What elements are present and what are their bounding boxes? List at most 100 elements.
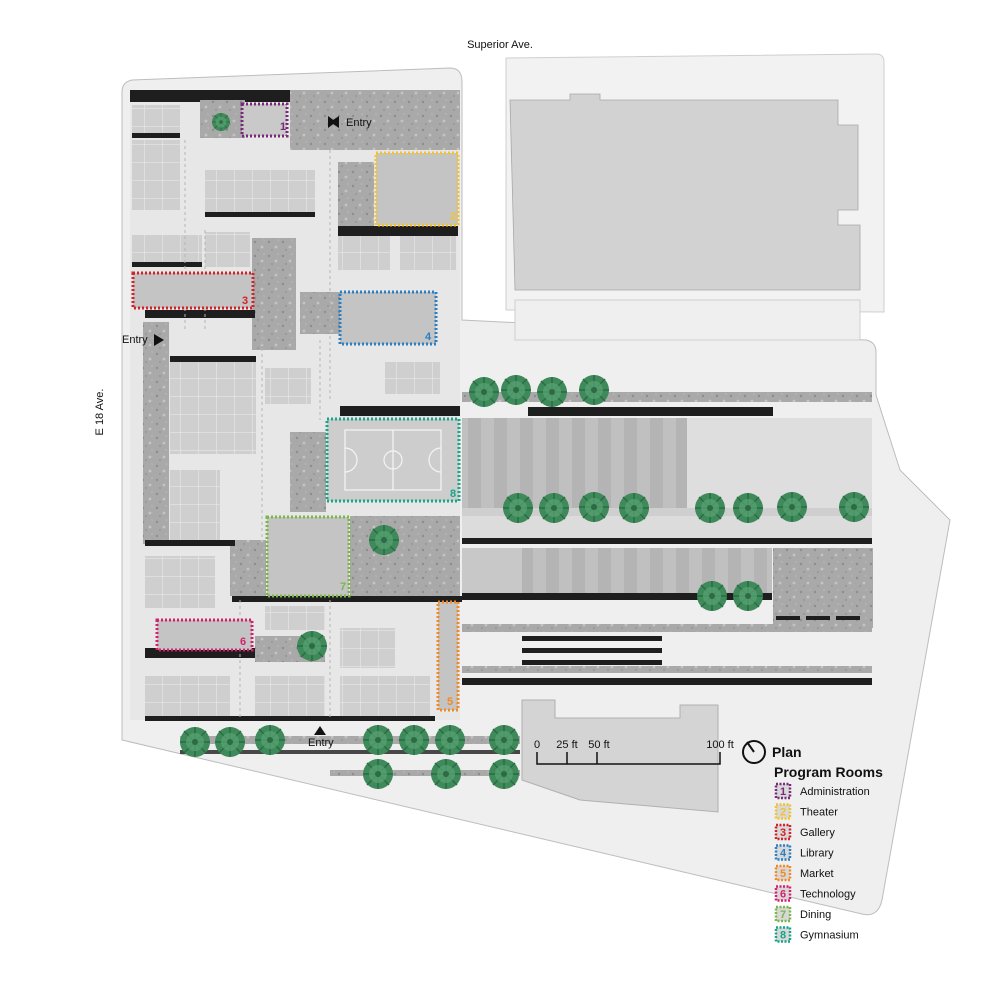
tree-icon [430, 758, 462, 790]
tree-icon [776, 491, 808, 523]
tree-icon [696, 580, 728, 612]
legend-label: Gallery [800, 827, 835, 839]
neighbor-building-lower [514, 299, 861, 341]
room-technology[interactable]: 6 [155, 618, 254, 652]
legend-label: Gymnasium [800, 930, 859, 942]
tree-icon [254, 724, 286, 756]
room-theater[interactable]: 2 [374, 151, 460, 227]
legend-title: Program Rooms [774, 764, 883, 780]
room-library[interactable]: 4 [338, 290, 438, 346]
entry-arrow-icon [154, 334, 164, 346]
tree-icon [838, 491, 870, 523]
legend-swatch [774, 844, 792, 861]
tree-icon [398, 724, 430, 756]
svg-text:Entry: Entry [308, 737, 334, 749]
legend-item-technology: 6 Technology [774, 885, 856, 902]
tree-icon [500, 374, 532, 406]
tree-icon [488, 758, 520, 790]
legend-number: 1 [780, 786, 786, 798]
tree-icon [468, 376, 500, 408]
legend-label: Theater [800, 807, 838, 819]
legend-label: Technology [800, 889, 856, 901]
scale-tick-0: 0 [534, 739, 540, 751]
svg-text:4: 4 [425, 331, 432, 343]
legend-number: 3 [780, 827, 786, 839]
svg-text:6: 6 [240, 636, 246, 648]
tree-icon [578, 491, 610, 523]
legend-number: 5 [780, 868, 786, 880]
tree-icon [694, 492, 726, 524]
plan-title: Plan [772, 744, 802, 760]
legend-label: Dining [800, 909, 831, 921]
tree-icon [362, 724, 394, 756]
scale-tick-50: 50 ft [588, 739, 609, 751]
legend-item-theater: 2 Theater [774, 803, 838, 820]
street-label-superior: Superior Ave. [467, 39, 533, 51]
east-plaza [462, 392, 873, 813]
neighbor-building [509, 93, 861, 291]
scale-tick-25: 25 ft [556, 739, 577, 751]
tree-icon [362, 758, 394, 790]
room-administration[interactable]: 1 [240, 102, 289, 138]
legend-swatch [774, 782, 792, 800]
tree-icon [536, 376, 568, 408]
svg-text:5: 5 [447, 696, 453, 708]
street-label-e18: E 18 Ave. [94, 389, 106, 436]
svg-text:2: 2 [450, 211, 456, 223]
tree-icon [618, 492, 650, 524]
school-complex [130, 90, 462, 721]
tree-icon [434, 724, 466, 756]
entry-south[interactable]: Entry [308, 726, 334, 749]
tree-icon [179, 726, 211, 758]
legend-label: Administration [800, 786, 870, 798]
room-market[interactable]: 5 [436, 600, 460, 712]
legend-item-administration: 1 Administration [774, 782, 870, 800]
legend-label: Market [800, 868, 834, 880]
tree-icon [211, 112, 231, 132]
tree-icon [502, 492, 534, 524]
scale-tick-100: 100 ft [706, 739, 734, 751]
legend-number: 4 [780, 848, 787, 860]
svg-text:7: 7 [340, 581, 346, 593]
entry-arrow-icon [314, 726, 326, 735]
program-rooms: 1 2 3 4 5 6 7 [131, 102, 461, 712]
legend-number: 6 [780, 889, 786, 901]
entry-west[interactable]: Entry [122, 334, 164, 346]
entry-north[interactable]: Entry [328, 116, 372, 129]
tree-icon [214, 726, 246, 758]
legend-number: 2 [780, 807, 786, 819]
room-dining[interactable]: 7 [265, 515, 351, 598]
legend-item-gallery: 3 Gallery [774, 823, 835, 841]
tree-icon [296, 630, 328, 662]
legend-item-market: 5 Market [774, 864, 834, 882]
tree-icon [488, 724, 520, 756]
legend-swatch [774, 926, 792, 943]
svg-text:1: 1 [280, 121, 286, 133]
legend-label: Library [800, 848, 834, 860]
legend-number: 8 [780, 930, 786, 942]
tree-icon [368, 524, 400, 556]
north-arrow-icon [742, 740, 766, 764]
legend-item-gymnasium: 8 Gymnasium [774, 926, 859, 943]
scale-bar: 0 25 ft 50 ft 100 ft [534, 739, 734, 765]
legend-swatch [774, 823, 792, 841]
tree-icon [538, 492, 570, 524]
legend-item-library: 4 Library [774, 844, 834, 861]
tree-icon [732, 492, 764, 524]
svg-text:8: 8 [450, 488, 456, 500]
svg-text:Entry: Entry [122, 334, 148, 346]
legend-swatch [774, 864, 792, 882]
south-sidewalk [180, 736, 520, 744]
legend-swatch [774, 905, 792, 923]
tree-icon [578, 374, 610, 406]
legend-swatch [774, 803, 792, 820]
legend: Program Rooms 1 Administration 2 Theater 3 Ga… [774, 764, 883, 943]
room-gymnasium[interactable]: 8 [325, 417, 461, 503]
tree-icon [732, 580, 764, 612]
room-gallery[interactable]: 3 [131, 271, 255, 310]
svg-text:3: 3 [242, 295, 248, 307]
svg-text:Entry: Entry [346, 117, 372, 129]
legend-swatch [774, 885, 792, 902]
